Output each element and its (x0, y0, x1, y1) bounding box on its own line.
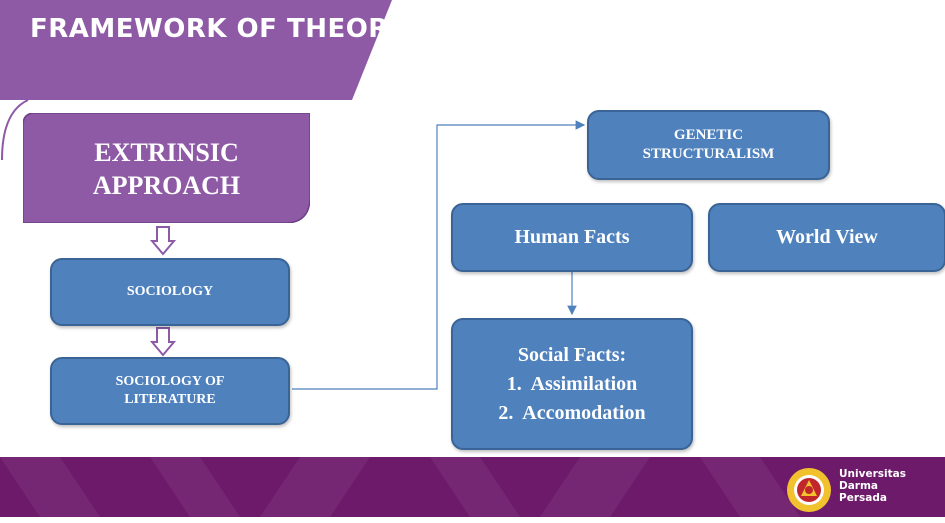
social-facts-box: Social Facts: 1. Assimilation 2. Accomod… (451, 318, 693, 450)
arrow-down-icon (150, 327, 176, 357)
university-name: Universitas Darma Persada (839, 468, 906, 504)
arrow-down-icon (150, 226, 176, 256)
genetic-line-1: GENETIC (673, 127, 744, 143)
sociology-label: SOCIOLOGY (126, 284, 214, 299)
title-banner (0, 0, 392, 100)
sociology-of-literature-box: SOCIOLOGY OF LITERATURE (50, 357, 290, 425)
human-facts-box: Human Facts (451, 203, 693, 272)
university-name-line-3: Persada (839, 492, 887, 504)
sociology-box: SOCIOLOGY (50, 258, 290, 326)
social-facts-item-2: 2. Accomodation (498, 401, 646, 424)
genetic-structuralism-box: GENETIC STRUCTURALISM (587, 110, 830, 180)
footer-pattern (0, 457, 800, 517)
university-name-line-2: Darma (839, 480, 879, 492)
extrinsic-line-2: APPROACH (92, 171, 241, 200)
world-view-box: World View (708, 203, 945, 272)
extrinsic-approach-box (23, 113, 310, 223)
human-facts-label: Human Facts (514, 226, 630, 248)
world-view-label: World View (776, 226, 878, 248)
genetic-line-2: STRUCTURALISM (642, 146, 775, 162)
social-facts-heading: Social Facts: (517, 343, 627, 366)
sociology-of-literature-line-1: SOCIOLOGY OF (115, 374, 225, 389)
sociology-of-literature-line-2: LITERATURE (124, 392, 216, 407)
page-title: FRAMEWORK OF THEORIES (30, 14, 437, 44)
social-facts-item-1: 1. Assimilation (506, 372, 638, 395)
university-name-line-1: Universitas (839, 468, 906, 480)
university-logo-icon (787, 468, 831, 512)
extrinsic-approach-label: EXTRINSIC APPROACH (23, 136, 310, 202)
extrinsic-line-1: EXTRINSIC (94, 138, 239, 167)
footer-bottom-strip (0, 517, 945, 523)
